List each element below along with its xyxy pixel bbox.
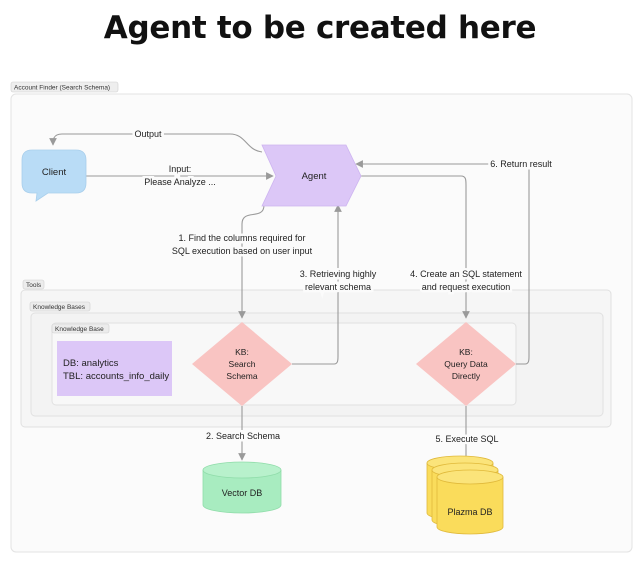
db-info-box: DB: analytics TBL: accounts_info_daily	[57, 341, 172, 396]
edge-step1-label-2: SQL execution based on user input	[172, 246, 313, 256]
edge-step1-label-1: 1. Find the columns required for	[178, 233, 305, 243]
kb-search-line-1: KB:	[235, 347, 249, 357]
edge-step2-label: 2. Search Schema	[206, 431, 280, 441]
edge-step4	[361, 175, 470, 319]
kb-search-node: KB: Search Schema	[192, 322, 292, 406]
edge-step1	[238, 204, 265, 319]
kb-query-line-3: Directly	[452, 371, 481, 381]
kb-query-line-2: Query Data	[444, 359, 488, 369]
client-label: Client	[42, 167, 67, 178]
frame-label-box	[10, 81, 119, 93]
kb-search-line-3: Schema	[226, 371, 257, 381]
db-info-line-1: DB: analytics	[63, 358, 119, 369]
knowledge-bases-label-box	[29, 301, 91, 312]
db-info-line-2: TBL: accounts_info_daily	[63, 371, 169, 382]
page-title: Agent to be created here	[103, 10, 537, 46]
plazma-db-node: Plazma DB	[426, 455, 504, 535]
edge-step3	[292, 204, 342, 365]
edge-step3-label-1: 3. Retrieving highly	[300, 269, 377, 279]
edge-step6	[355, 160, 530, 365]
edge-input-label-1: Input:	[169, 164, 192, 174]
kb-search-line-2: Search	[229, 359, 256, 369]
plazma-db-label: Plazma DB	[447, 507, 492, 517]
agent-node: Agent	[261, 144, 362, 207]
knowledge-base-label-box	[51, 323, 110, 334]
knowledge-bases-label: Knowledge Bases	[33, 304, 86, 311]
tools-label: Tools	[26, 282, 42, 289]
edge-step3-label-2: relevant schema	[305, 282, 371, 292]
kb-query-node: KB: Query Data Directly	[416, 322, 516, 406]
agent-label: Agent	[302, 171, 327, 182]
edge-step4-label-2: and request execution	[422, 282, 511, 292]
knowledge-base-label: Knowledge Base	[55, 326, 104, 333]
frame-label: Account Finder (Search Schema)	[14, 85, 110, 92]
edge-step6-label: 6. Return result	[490, 159, 552, 169]
vector-db-node: Vector DB	[202, 461, 282, 514]
edge-step4-label-1: 4. Create an SQL statement	[410, 269, 522, 279]
edge-input-label-2: Please Analyze ...	[144, 177, 216, 187]
edge-output	[49, 133, 263, 153]
vector-db-label: Vector DB	[222, 488, 263, 498]
client-node: Client	[21, 149, 87, 202]
edge-output-label: Output	[134, 129, 162, 139]
kb-query-line-1: KB:	[459, 347, 473, 357]
tools-label-box	[22, 279, 45, 290]
edge-step5-label: 5. Execute SQL	[435, 434, 498, 444]
